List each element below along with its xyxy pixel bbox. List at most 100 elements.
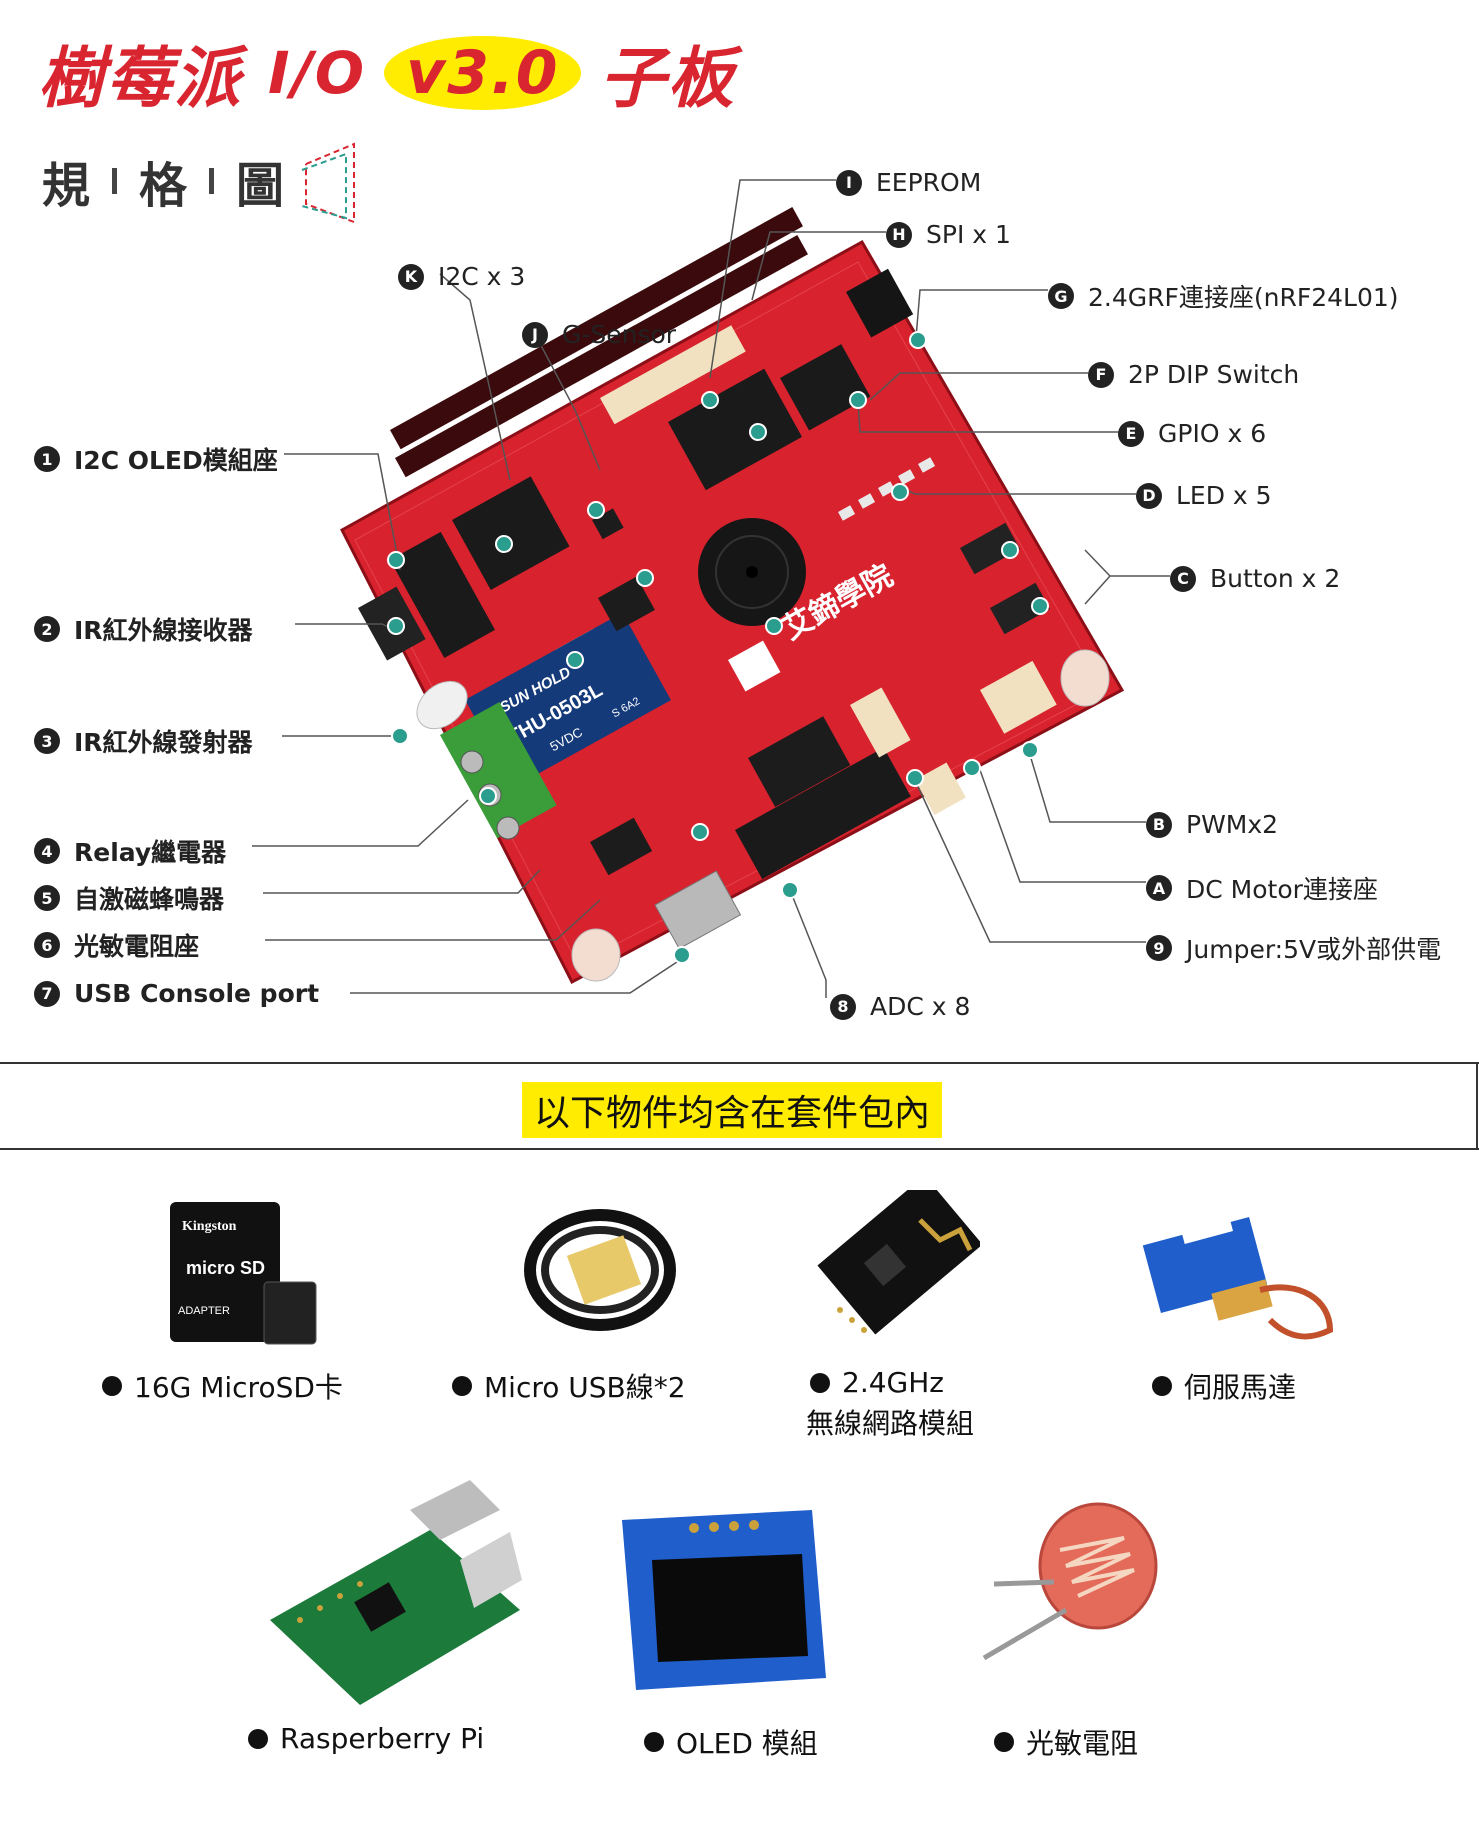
callout-text: I2C OLED模組座 [74, 446, 278, 475]
callout-text: Jumper:5V或外部供電 [1186, 935, 1442, 964]
adc-header [735, 747, 911, 879]
callout-oled-socket: 1 I2C OLED模組座 [34, 441, 278, 477]
callout-text: PWMx2 [1186, 810, 1279, 839]
spec-char-1: 規 [42, 158, 91, 214]
spec-deco-icon [301, 142, 355, 224]
sd-type: micro SD [186, 1258, 265, 1278]
divider-bottom [0, 1148, 1479, 1150]
callout-text: I2C x 3 [438, 262, 526, 291]
callout-spi: H SPI x 1 [886, 220, 1011, 249]
caption-text: 2.4GHz [842, 1366, 944, 1399]
callout-button: C Button x 2 [1170, 564, 1340, 593]
callout-badge: G [1048, 283, 1074, 309]
relay-terminal [440, 702, 557, 839]
callout-badge: I [836, 169, 862, 196]
callout-2-4grf: G 2.4GRF連接座(nRF24L01) [1048, 278, 1399, 314]
callout-text: ADC x 8 [870, 992, 971, 1021]
callout-i2c: K I2C x 3 [398, 262, 525, 291]
divider-top [0, 1062, 1479, 1064]
caption-text: Micro USB線*2 [484, 1371, 686, 1404]
callout-badge: 6 [34, 932, 60, 958]
bullet-icon [452, 1376, 472, 1396]
board-illustration: SUN HOLD THU-0503L 5VDC S 6A2 艾鍗學院 [252, 179, 1170, 998]
title-version: v3.0 [384, 36, 582, 110]
spec-char-3: 圖 [236, 158, 285, 214]
caption-text: OLED 模組 [676, 1727, 818, 1760]
callout-text: DC Motor連接座 [1186, 875, 1378, 904]
gpio-header [390, 206, 808, 478]
caption-text: 光敏電阻 [1026, 1727, 1139, 1760]
callout-badge: F [1088, 361, 1114, 388]
caption-text: 伺服馬達 [1184, 1371, 1297, 1404]
callout-badge: 2 [34, 616, 60, 642]
callout-buzzer: 5 自激磁蜂鳴器 [34, 880, 224, 916]
sd-adapter: ADAPTER [178, 1305, 230, 1317]
callout-text: 光敏電阻座 [74, 932, 200, 961]
item-caption-rf-2: 無線網路模組 [806, 1402, 974, 1442]
callout-gpio: E GPIO x 6 [1118, 419, 1266, 448]
title-suffix: 子板 [599, 40, 736, 117]
ic-chip [748, 716, 851, 807]
callout-ir-emitter: 3 IR紅外線發射器 [34, 723, 253, 759]
callout-badge: H [886, 221, 912, 248]
ldr-image [982, 1502, 1158, 1661]
callout-text: LED x 5 [1176, 481, 1272, 510]
gsensor-socket [600, 325, 746, 425]
bullet-icon [810, 1372, 830, 1393]
pin-dots [387, 331, 1049, 964]
spec-char-2: 格 [139, 158, 188, 214]
kit-contents-banner: 以下物件均含在套件包內 [522, 1082, 943, 1138]
usb-cable-image [524, 1209, 676, 1331]
spec-heading: 規 格 圖 [42, 146, 284, 216]
button-2 [989, 582, 1051, 635]
callout-dip-switch: F 2P DIP Switch [1088, 360, 1299, 389]
callout-adc: 8 ADC x 8 [830, 992, 970, 1021]
dip-switch [846, 268, 914, 338]
bullet-icon [102, 1376, 122, 1396]
bullet-icon [994, 1732, 1014, 1752]
callout-text: EEPROM [876, 168, 982, 197]
callout-led: D LED x 5 [1136, 481, 1272, 510]
bullet-icon [644, 1732, 664, 1752]
item-caption-microsd: 16G MicroSD卡 [102, 1366, 343, 1406]
leds [838, 457, 936, 521]
item-caption-servo: 伺服馬達 [1152, 1366, 1296, 1406]
callout-text: Button x 2 [1210, 564, 1341, 593]
callout-jumper: 9 Jumper:5V或外部供電 [1146, 930, 1441, 966]
item-caption-ldr: 光敏電阻 [994, 1722, 1138, 1762]
caption-text: Rasperberry Pi [280, 1722, 485, 1755]
callout-badge: E [1118, 420, 1144, 447]
callout-badge: A [1146, 875, 1172, 901]
caption-text: 無線網路模組 [806, 1407, 975, 1440]
raspberry-pi-image [270, 1480, 522, 1705]
logo-icon [727, 640, 781, 692]
callout-badge: 5 [34, 885, 60, 911]
title-main: 樹莓派 [38, 40, 242, 117]
callout-lines [252, 179, 1170, 998]
sd-brand: Kingston [182, 1219, 237, 1234]
callout-badge: 3 [34, 728, 60, 754]
callout-text: 2.4GRF連接座(nRF24L01) [1088, 283, 1399, 312]
callout-badge: 9 [1146, 935, 1172, 961]
callout-pwm: B PWMx2 [1146, 810, 1278, 839]
item-caption-usb: Micro USB線*2 [452, 1366, 686, 1406]
caption-text: 16G MicroSD卡 [134, 1371, 343, 1404]
item-caption-rf: 2.4GHz [810, 1366, 944, 1399]
callout-text: 2P DIP Switch [1128, 360, 1300, 389]
callout-badge: 7 [34, 980, 60, 1007]
spec-separator [209, 168, 215, 194]
gpio-6-header [779, 344, 871, 431]
callout-badge: C [1170, 565, 1196, 592]
button-1 [959, 522, 1021, 575]
callout-usb-console: 7 USB Console port [34, 979, 319, 1008]
bullet-icon [1152, 1376, 1172, 1396]
microsd-image: Kingston micro SD ADAPTER [170, 1202, 317, 1345]
divider-right [1476, 1062, 1478, 1150]
i2c-header [668, 368, 803, 491]
callout-badge: D [1136, 482, 1162, 509]
callout-text: 自激磁蜂鳴器 [74, 885, 225, 914]
spec-separator [112, 168, 118, 194]
bullet-icon [248, 1728, 268, 1749]
servo-image [1142, 1202, 1334, 1340]
rf-module-image [817, 1190, 980, 1335]
